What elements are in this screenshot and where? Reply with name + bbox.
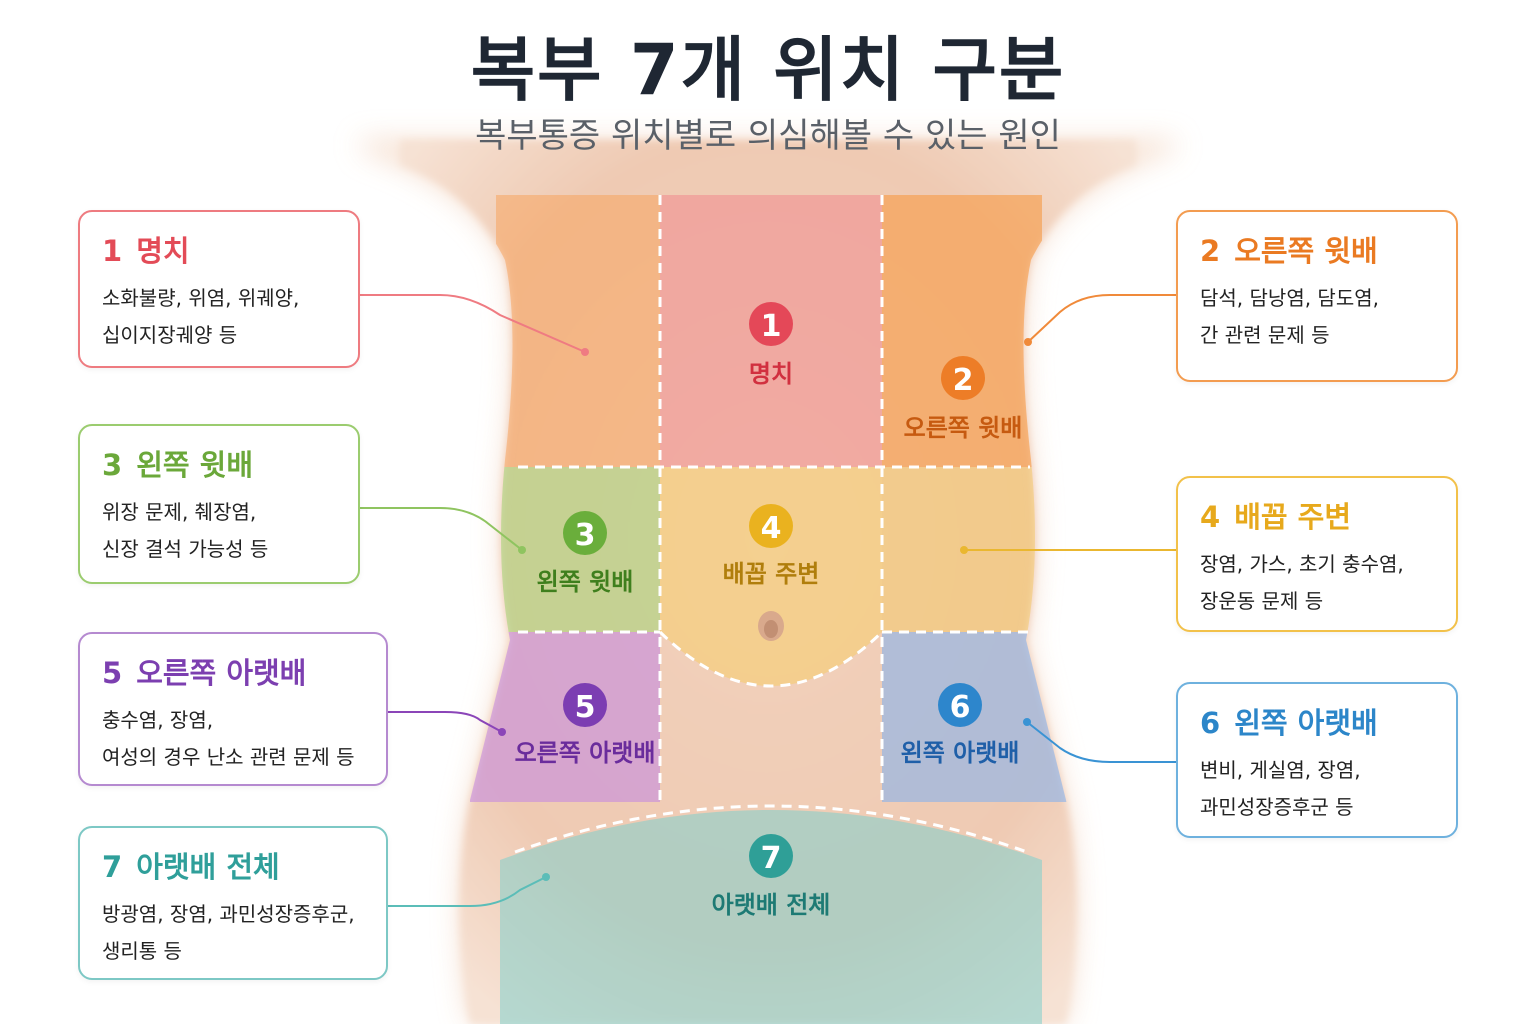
card-2-number: 2 <box>1200 234 1221 268</box>
card-3-header: 3 왼쪽 윗배 <box>102 442 336 484</box>
connector-lines <box>360 294 1176 907</box>
card-7-header: 7 아랫배 전체 <box>102 844 364 886</box>
card-region-2: 2 오른쪽 윗배 담석, 담낭염, 담도염, 간 관련 문제 등 <box>1176 210 1458 382</box>
card-3-number: 3 <box>102 448 123 482</box>
region-7-badge <box>749 834 793 878</box>
region-6-badge-number: 6 <box>950 690 971 725</box>
card-6-cause-line-1: 변비, 게실염, 장염, <box>1200 758 1361 782</box>
region-3-label: 왼쪽 윗배 <box>537 568 634 596</box>
card-5-number: 5 <box>102 656 123 690</box>
card-4-header: 4 배꼽 주변 <box>1200 494 1434 536</box>
connector-7 <box>388 876 547 907</box>
connector-6 <box>1026 721 1176 763</box>
card-2-cause-line-2: 간 관련 문제 등 <box>1200 323 1330 347</box>
card-1-cause-line-2: 십이지장궤양 등 <box>102 323 238 347</box>
card-6-cause-line-2: 과민성장증후군 등 <box>1200 795 1354 819</box>
card-1-title: 명치 <box>136 234 190 268</box>
card-4-number: 4 <box>1200 500 1221 534</box>
region-1-marker: 1 명치 <box>749 302 793 388</box>
connector-5 <box>388 711 503 733</box>
card-region-6: 6 왼쪽 아랫배 변비, 게실염, 장염, 과민성장증후군 등 <box>1176 682 1458 838</box>
region-3-badge <box>563 511 607 555</box>
region-6-label: 왼쪽 아랫배 <box>901 739 1020 767</box>
region-4-label: 배꼽 주변 <box>723 560 820 588</box>
region-7-marker: 7 아랫배 전체 <box>712 834 831 919</box>
card-1-number: 1 <box>102 234 123 268</box>
region-5-marker: 5 오른쪽 아랫배 <box>515 683 656 767</box>
card-6-number: 6 <box>1200 706 1221 740</box>
region-7-overlay <box>500 810 1042 1024</box>
card-1-cause-line-1: 소화불량, 위염, 위궤양, <box>102 286 300 310</box>
card-region-3: 3 왼쪽 윗배 위장 문제, 췌장염, 신장 결석 가능성 등 <box>78 424 360 584</box>
region-2-marker: 2 오른쪽 윗배 <box>904 356 1023 442</box>
card-region-1: 1 명치 소화불량, 위염, 위궤양, 십이지장궤양 등 <box>78 210 360 368</box>
card-6-header: 6 왼쪽 아랫배 <box>1200 700 1434 742</box>
card-region-5: 5 오른쪽 아랫배 충수염, 장염, 여성의 경우 난소 관련 문제 등 <box>78 632 388 786</box>
connector-2 <box>1027 294 1176 343</box>
region-2-side-overlay <box>496 195 660 467</box>
region-2-badge-number: 2 <box>953 363 974 398</box>
region-1-badge <box>749 302 793 346</box>
card-7-title: 아랫배 전체 <box>136 850 280 884</box>
region-6-badge <box>938 683 982 727</box>
card-1-header: 1 명치 <box>102 228 336 270</box>
region-4-marker: 4 배꼽 주변 <box>723 504 820 588</box>
card-4-cause-line-1: 장염, 가스, 초기 충수염, <box>1200 552 1404 576</box>
region-2-overlay <box>882 195 1042 467</box>
card-2-title: 오른쪽 윗배 <box>1234 234 1378 268</box>
region-7-label: 아랫배 전체 <box>712 891 831 919</box>
region-4-badge <box>749 504 793 548</box>
region-4-badge-number: 4 <box>761 511 782 546</box>
region-6-marker: 6 왼쪽 아랫배 <box>901 683 1020 767</box>
page-title: 복부 7개 위치 구분 <box>470 29 1066 111</box>
region-3-badge-number: 3 <box>575 518 596 553</box>
card-2-cause-line-1: 담석, 담낭염, 담도염, <box>1200 286 1379 310</box>
card-7-cause-line-2: 생리통 등 <box>102 939 182 963</box>
card-2-header: 2 오른쪽 윗배 <box>1200 228 1434 270</box>
grid-lines <box>514 195 1030 854</box>
region-2-badge <box>941 356 985 400</box>
region-4-overlay <box>660 467 882 632</box>
card-7-number: 7 <box>102 850 123 884</box>
region-7-badge-number: 7 <box>761 841 782 876</box>
card-6-title: 왼쪽 아랫배 <box>1234 706 1378 740</box>
card-3-cause-line-2: 신장 결석 가능성 등 <box>102 537 269 561</box>
connector-1 <box>360 294 586 353</box>
card-4-cause-line-2: 장운동 문제 등 <box>1200 589 1324 613</box>
card-3-cause-line-1: 위장 문제, 췌장염, <box>102 500 257 524</box>
card-5-cause-line-2: 여성의 경우 난소 관련 문제 등 <box>102 745 355 769</box>
region-5-label: 오른쪽 아랫배 <box>515 739 656 767</box>
card-5-title: 오른쪽 아랫배 <box>136 656 307 690</box>
region-3-marker: 3 왼쪽 윗배 <box>537 511 634 596</box>
card-7-cause-line-1: 방광염, 장염, 과민성장증후군, <box>102 902 355 926</box>
card-region-4: 4 배꼽 주변 장염, 가스, 초기 충수염, 장운동 문제 등 <box>1176 476 1458 632</box>
region-1-badge-number: 1 <box>761 309 782 344</box>
page-subtitle: 복부통증 위치별로 의심해볼 수 있는 원인 <box>475 116 1061 156</box>
card-4-title: 배꼽 주변 <box>1234 500 1352 534</box>
card-5-cause-line-1: 충수염, 장염, <box>102 708 214 732</box>
region-1-label: 명치 <box>749 360 793 388</box>
region-2-label: 오른쪽 윗배 <box>904 414 1023 442</box>
region-5-badge <box>563 683 607 727</box>
card-5-header: 5 오른쪽 아랫배 <box>102 650 364 692</box>
region-5-badge-number: 5 <box>575 690 596 725</box>
card-region-7: 7 아랫배 전체 방광염, 장염, 과민성장증후군, 생리통 등 <box>78 826 388 980</box>
card-3-title: 왼쪽 윗배 <box>136 448 254 482</box>
connector-3 <box>360 507 523 551</box>
region-5-overlay <box>470 632 660 802</box>
